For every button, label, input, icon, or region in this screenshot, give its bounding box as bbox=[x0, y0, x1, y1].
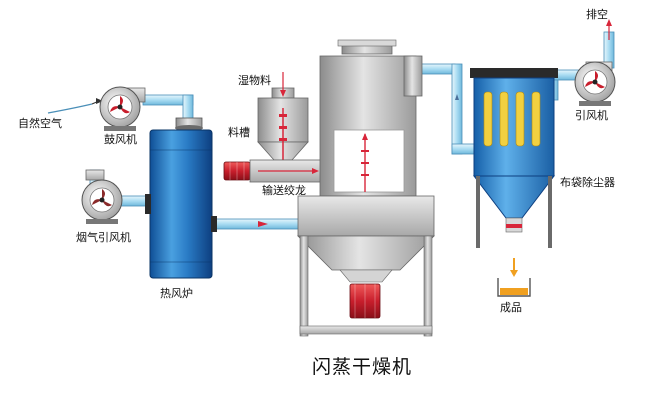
induced-fan-label: 引风机 bbox=[575, 109, 608, 122]
natural-air-label: 自然空气 bbox=[18, 117, 62, 130]
product-label: 成品 bbox=[500, 301, 522, 314]
screw-conveyor-label: 输送绞龙 bbox=[262, 184, 306, 197]
wet-material-label: 湿物料 bbox=[238, 74, 271, 87]
flue-fan bbox=[81, 169, 123, 224]
natural-air-line bbox=[47, 103, 93, 114]
flash-dryer bbox=[297, 39, 435, 337]
bag-filter bbox=[470, 68, 558, 248]
exhaust-label: 排空 bbox=[586, 8, 608, 21]
air-inlet-arrow bbox=[96, 98, 103, 104]
material-hopper bbox=[257, 72, 309, 161]
product-bin bbox=[497, 258, 531, 297]
induced-fan bbox=[574, 61, 616, 106]
hot-air-duct bbox=[211, 218, 308, 230]
hopper-label: 料槽 bbox=[228, 126, 250, 139]
exhaust-stack bbox=[603, 19, 615, 69]
diagram-title: 闪蒸干燥机 bbox=[312, 356, 413, 378]
screw-conveyor bbox=[223, 159, 323, 183]
blower-fan bbox=[99, 86, 146, 131]
flue-fan-label: 烟气引风机 bbox=[76, 231, 131, 244]
blower-label: 鼓风机 bbox=[104, 133, 137, 146]
bag-filter-label: 布袋除尘器 bbox=[560, 176, 615, 189]
hot-air-furnace-label: 热风炉 bbox=[160, 287, 193, 300]
hot-air-furnace bbox=[145, 117, 217, 279]
dryer-to-filter-pipe bbox=[414, 63, 479, 155]
